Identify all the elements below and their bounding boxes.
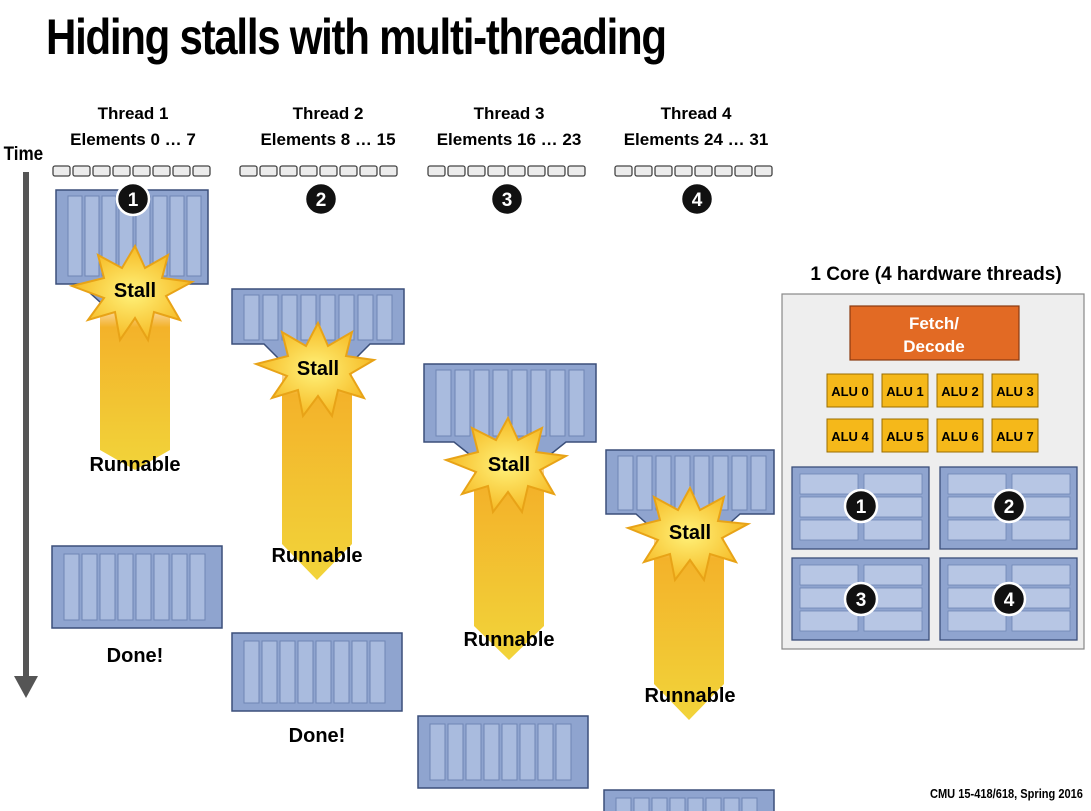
alu-4: ALU 4: [826, 418, 874, 453]
thread-2-stall-burst: [252, 320, 377, 419]
thread-2-done-block: [231, 632, 403, 712]
thread-1-stall-burst: [68, 243, 196, 343]
thread-2-done-label: Done!: [289, 725, 346, 747]
svg-text:Decode: Decode: [903, 337, 964, 356]
thread-4-badge: 4: [679, 181, 715, 217]
thread-1-elements: Elements 0 … 7: [70, 130, 196, 149]
thread-2-runnable-label: Runnable: [271, 545, 362, 567]
thread-4-name: Thread 4: [661, 104, 732, 123]
alu-5: ALU 5: [881, 418, 929, 453]
thread-4-stall-burst: [624, 485, 752, 583]
thread-2-badge: 2: [303, 181, 339, 217]
thread-4-element-row: [614, 165, 773, 177]
fetch-decode-unit: Fetch/ Decode: [849, 305, 1020, 361]
thread-1-name: Thread 1: [98, 104, 169, 123]
svg-text:ALU 2: ALU 2: [941, 384, 979, 399]
svg-text:ALU 5: ALU 5: [886, 429, 924, 444]
thread-1-stall-label: Stall: [114, 280, 156, 302]
alu-7: ALU 7: [991, 418, 1039, 453]
thread-1-badge: 1: [115, 181, 151, 217]
alu-1: ALU 1: [881, 373, 929, 408]
svg-text:ALU 7: ALU 7: [996, 429, 1034, 444]
thread-3-elements: Elements 16 … 23: [437, 130, 582, 149]
svg-text:3: 3: [502, 190, 513, 211]
thread-4-runnable-label: Runnable: [644, 685, 735, 707]
svg-text:ALU 3: ALU 3: [996, 384, 1034, 399]
thread-1-stall-block: [55, 189, 209, 303]
svg-text:2: 2: [316, 190, 327, 211]
svg-text:ALU 6: ALU 6: [941, 429, 979, 444]
svg-text:1: 1: [856, 497, 867, 518]
svg-text:2: 2: [1004, 497, 1015, 518]
svg-text:1: 1: [128, 190, 139, 211]
thread-1-done-label: Done!: [107, 645, 164, 667]
thread-3-element-row: [427, 165, 586, 177]
thread-2-name: Thread 2: [293, 104, 364, 123]
execution-context-4: 4: [939, 557, 1078, 641]
alu-6: ALU 6: [936, 418, 984, 453]
execution-context-3: 3: [791, 557, 930, 641]
svg-text:ALU 4: ALU 4: [831, 429, 869, 444]
thread-2-elements: Elements 8 … 15: [260, 130, 395, 149]
svg-text:ALU 0: ALU 0: [831, 384, 869, 399]
thread-3-stall-block: [423, 363, 597, 459]
slide-footer: CMU 15-418/618, Spring 2016: [930, 786, 1083, 801]
thread-2-element-row: [239, 165, 398, 177]
thread-4-stall-label: Stall: [669, 522, 711, 544]
svg-text:ALU 1: ALU 1: [886, 384, 924, 399]
time-axis-arrowhead: [14, 676, 38, 698]
time-label: Time: [4, 143, 44, 164]
core-title: 1 Core (4 hardware threads): [810, 264, 1061, 285]
svg-text:4: 4: [692, 190, 703, 211]
alu-0: ALU 0: [826, 373, 874, 408]
thread-3-stall-burst: [442, 415, 570, 515]
svg-text:Fetch/: Fetch/: [909, 314, 959, 333]
thread-2-runnable-arrow: [282, 362, 352, 580]
thread-1-done-block: [51, 545, 223, 629]
slide-title: Hiding stalls with multi-threading: [46, 9, 667, 65]
thread-3-next-block: [417, 715, 589, 789]
thread-3-badge: 3: [489, 181, 525, 217]
execution-context-1: 1: [791, 466, 930, 550]
thread-3-runnable-label: Runnable: [463, 629, 554, 651]
thread-4-runnable-arrow: [654, 530, 724, 720]
alu-3: ALU 3: [991, 373, 1039, 408]
thread-3-stall-label: Stall: [488, 454, 530, 476]
thread-1-runnable-arrow: [100, 302, 170, 470]
thread-1-element-row: [52, 165, 211, 177]
thread-1-runnable-label: Runnable: [89, 454, 180, 476]
thread-4-elements: Elements 24 … 31: [624, 130, 769, 149]
thread-4-next-block: [603, 789, 775, 811]
thread-2-stall-label: Stall: [297, 358, 339, 380]
svg-text:3: 3: [856, 590, 867, 611]
thread-3-name: Thread 3: [474, 104, 545, 123]
alu-2: ALU 2: [936, 373, 984, 408]
execution-context-2: 2: [939, 466, 1078, 550]
svg-text:4: 4: [1004, 590, 1015, 611]
